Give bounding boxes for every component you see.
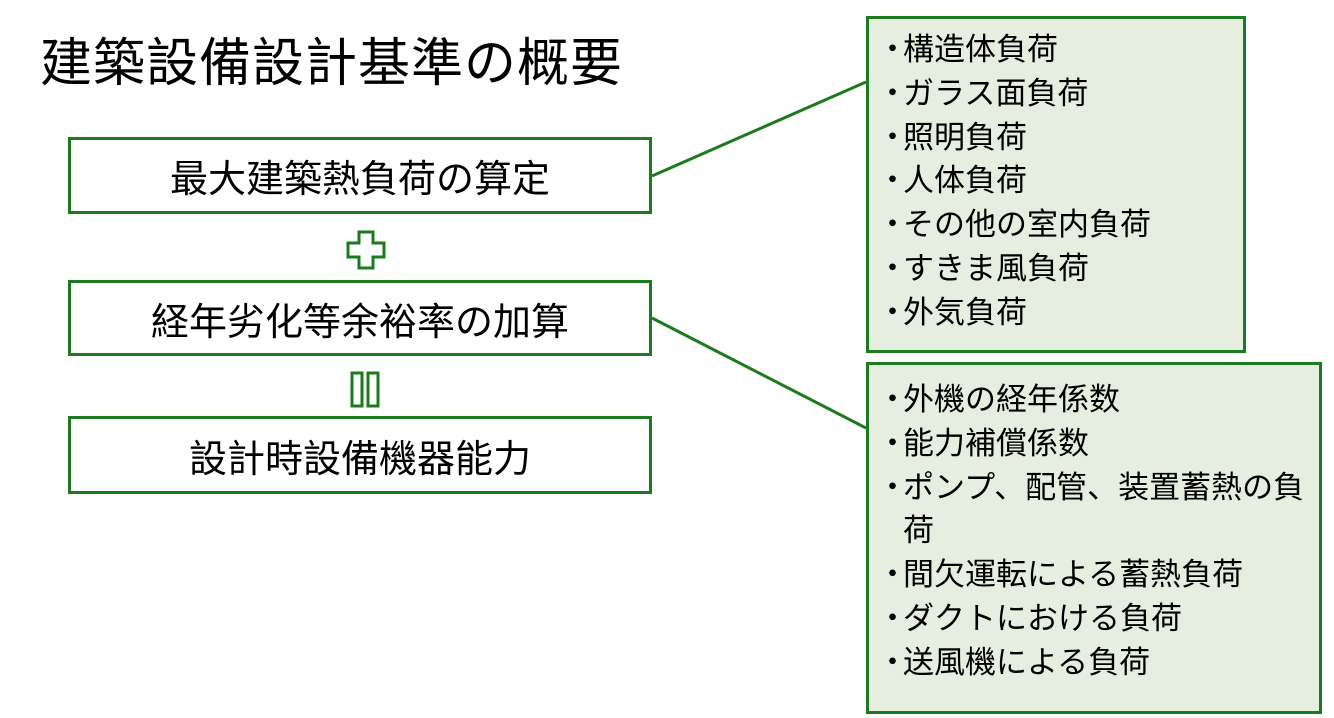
peak-load-box: 最大建築熱負荷の算定: [68, 137, 652, 214]
aging-margin-label: 経年劣化等余裕率の加算: [150, 299, 569, 344]
design-capacity-label: 設計時設備機器能力: [188, 436, 531, 481]
equals-icon: [350, 371, 380, 408]
list-item: ガラス面負荷: [877, 73, 1233, 117]
list-item: その他の室内負荷: [877, 204, 1233, 248]
list-item: ポンプ、配管、装置蓄熱の負荷: [877, 467, 1309, 555]
plus-icon: [346, 230, 386, 270]
list-item: すきま風負荷: [877, 248, 1233, 292]
list-item: ダクトにおける負荷: [877, 598, 1309, 642]
aging-margin-box: 経年劣化等余裕率の加算: [68, 280, 652, 356]
margin-factors-list: 外機の経年係数 能力補償係数 ポンプ、配管、装置蓄熱の負荷 間欠運転による蓄熱負…: [866, 362, 1322, 714]
connector-aging-to-factors: [651, 316, 867, 430]
page-title: 建築設備設計基準の概要: [40, 34, 624, 94]
list-item: 構造体負荷: [877, 29, 1233, 73]
list-item: 間欠運転による蓄熱負荷: [877, 554, 1309, 598]
list-item: 照明負荷: [877, 117, 1233, 161]
list-item: 送風機による負荷: [877, 642, 1309, 686]
connector-peak-to-loads: [651, 80, 867, 178]
list-item: 外機の経年係数: [877, 379, 1309, 423]
list-item: 能力補償係数: [877, 423, 1309, 467]
building-loads-list: 構造体負荷 ガラス面負荷 照明負荷 人体負荷 その他の室内負荷 すきま風負荷 外…: [866, 16, 1246, 353]
list-item: 外気負荷: [877, 292, 1233, 336]
peak-load-label: 最大建築熱負荷の算定: [169, 157, 550, 201]
list-item: 人体負荷: [877, 160, 1233, 204]
design-capacity-box: 設計時設備機器能力: [68, 416, 652, 494]
